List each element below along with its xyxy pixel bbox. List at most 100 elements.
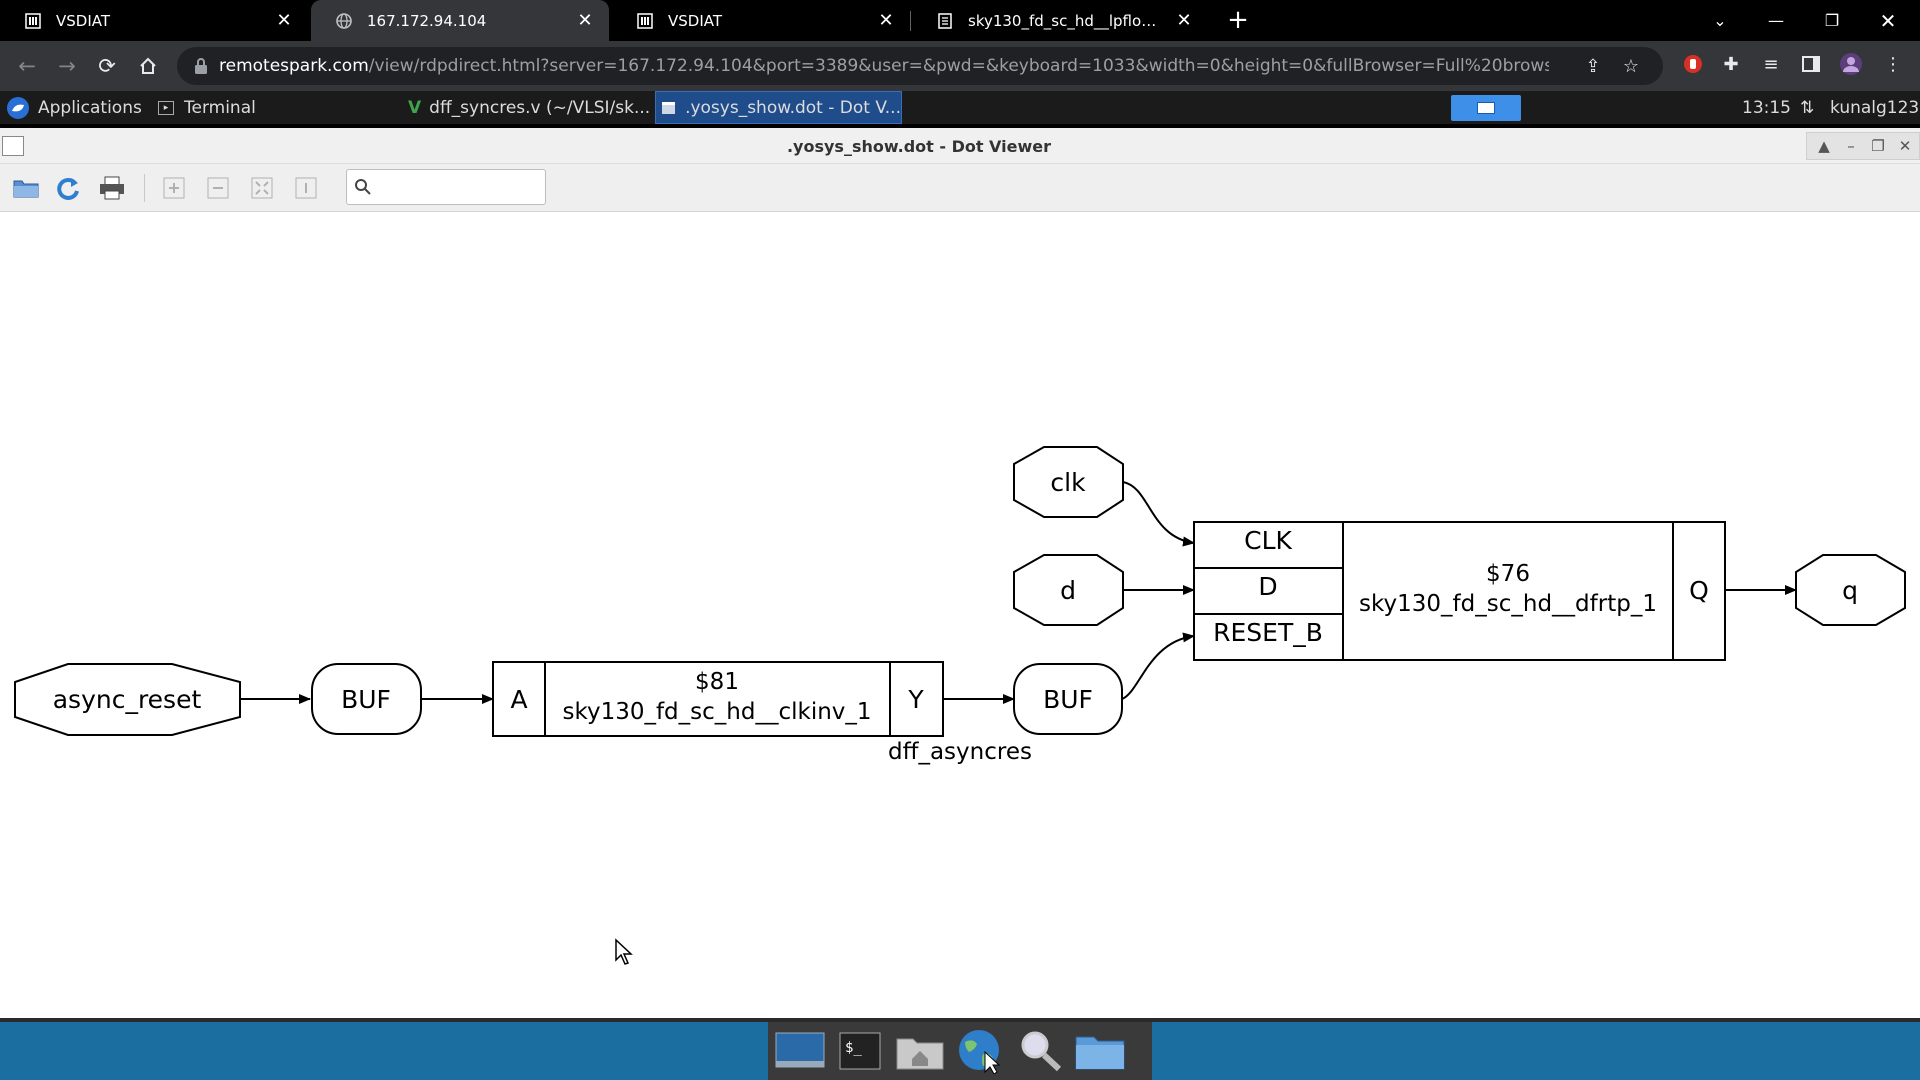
applications-label: Applications (38, 97, 142, 118)
buffer-label: BUF (1043, 685, 1093, 714)
folder-open-icon (13, 180, 39, 198)
extension-record-icon[interactable] (1680, 51, 1706, 77)
avatar[interactable] (1838, 51, 1864, 77)
side-panel-icon[interactable] (1798, 51, 1824, 77)
close-icon[interactable]: ✕ (878, 10, 894, 31)
lock-icon[interactable] (191, 56, 211, 76)
port-q[interactable] (1795, 554, 1906, 626)
graph-label: dff_asyncres (888, 739, 1032, 765)
cell-id: $81 (695, 669, 739, 695)
zoom-in-icon (163, 177, 185, 199)
terminal-icon: $_ (839, 1032, 881, 1070)
print-button[interactable] (96, 173, 128, 203)
port-label: clk (1050, 468, 1086, 497)
back-button[interactable]: ← (18, 54, 36, 78)
minimize-button[interactable]: — (1768, 11, 1784, 30)
port-async-reset[interactable] (14, 663, 241, 736)
zoom-in-button[interactable] (158, 173, 190, 203)
task-vim[interactable]: V dff_syncres.v (~/VLSI/sk... (408, 91, 650, 124)
buffer-1[interactable] (311, 663, 422, 735)
forward-button[interactable]: → (58, 54, 76, 78)
open-button[interactable] (10, 173, 42, 203)
reload-button[interactable] (52, 173, 84, 203)
url-path: /view/rdpdirect.html?server=167.172.94.1… (368, 56, 1549, 76)
menu-kebab-icon[interactable]: ⋮ (1884, 53, 1902, 75)
applications-menu[interactable]: Applications (6, 91, 142, 124)
xfce-top-panel: Applications ▸ Terminal V dff_syncres.v … (0, 91, 1920, 124)
port-d[interactable] (1013, 554, 1124, 626)
app-finder-button[interactable] (1014, 1028, 1066, 1074)
dot-viewer-toolbar (0, 164, 1920, 212)
browser-tab-4[interactable]: sky130_fd_sc_hd__lpflow_inputisc ✕ (912, 0, 1208, 41)
home-button[interactable] (133, 51, 163, 81)
netlist-graph[interactable]: async_reset clk d q BUF BUF A Y CLK D RE… (0, 212, 1920, 1018)
home-icon (140, 57, 156, 74)
zoom-100-button[interactable] (290, 173, 322, 203)
cell-id: $76 (1486, 561, 1530, 587)
minimize-button[interactable]: – (1847, 137, 1855, 155)
new-tab-button[interactable]: + (1227, 5, 1249, 35)
graph-canvas[interactable]: async_reset clk d q BUF BUF A Y CLK D RE… (0, 212, 1920, 1018)
port-label: d (1060, 576, 1076, 605)
pin-label: D (1258, 572, 1277, 601)
panel-clock[interactable]: 13:15 (1742, 91, 1791, 124)
edge-clk-clk (1122, 481, 1195, 547)
network-icon[interactable]: ⇅ (1800, 97, 1815, 118)
reload-button[interactable]: ⟳ (98, 54, 116, 78)
browser-tab-3[interactable]: VSDIAT ✕ (612, 0, 910, 41)
workspace-switcher[interactable] (1451, 95, 1521, 121)
vsd-icon (636, 12, 654, 30)
port-clk[interactable] (1013, 446, 1124, 518)
window-menu-icon[interactable] (2, 136, 24, 156)
globe-icon (959, 1030, 1001, 1074)
search-icon (1021, 1031, 1062, 1072)
panel-user[interactable]: kunalg123 (1830, 91, 1919, 124)
window-title: .yosys_show.dot - Dot Viewer (786, 137, 1052, 156)
restore-button[interactable]: ❐ (1824, 11, 1840, 30)
close-icon[interactable]: ✕ (577, 10, 593, 31)
share-icon[interactable]: ⇪ (1585, 55, 1601, 77)
search-input[interactable] (346, 169, 546, 205)
star-icon[interactable]: ☆ (1622, 55, 1640, 77)
media-queue-icon[interactable]: ≡ (1763, 53, 1779, 75)
dot-viewer-titlebar[interactable]: .yosys_show.dot - Dot Viewer ▲ – ❐ ✕ (0, 128, 1920, 164)
globe-icon (335, 12, 353, 30)
close-window-button[interactable]: ✕ (1879, 8, 1897, 33)
task-dot-viewer[interactable]: .yosys_show.dot - Dot V... (655, 91, 902, 124)
close-button[interactable]: ✕ (1898, 137, 1912, 155)
zoom-out-icon (207, 177, 229, 199)
zoom-fit-button[interactable] (246, 173, 278, 203)
svg-text:$_: $_ (845, 1040, 862, 1056)
show-desktop-button[interactable] (774, 1028, 826, 1074)
terminal-button[interactable]: $_ (834, 1028, 886, 1074)
url-host: remotespark.com (219, 56, 369, 76)
home-folder-button[interactable] (894, 1028, 946, 1074)
close-icon[interactable]: ✕ (1176, 10, 1192, 31)
cell-dfrtp[interactable] (1193, 521, 1726, 661)
puzzle-icon[interactable]: ✚ (1723, 53, 1739, 75)
zoom-out-button[interactable] (202, 173, 234, 203)
shade-button[interactable]: ▲ (1818, 137, 1830, 155)
web-browser-button[interactable] (954, 1028, 1006, 1074)
tab-title: 167.172.94.104 (367, 11, 487, 30)
workspace-icon (1477, 102, 1495, 114)
cell-clkinv[interactable] (492, 661, 944, 737)
port-label: async_reset (53, 685, 202, 714)
tab-title: VSDIAT (668, 11, 723, 30)
xfce-logo-icon (7, 96, 29, 119)
browser-tab-1[interactable]: VSDIAT ✕ (0, 0, 308, 41)
browser-tab-2[interactable]: 167.172.94.104 ✕ (311, 0, 609, 41)
tab-title: VSDIAT (56, 11, 111, 30)
buffer-2[interactable] (1013, 663, 1123, 735)
zoom-100-icon (295, 177, 317, 199)
tab-search-icon[interactable]: ⌄ (1713, 11, 1727, 30)
terminal-icon: ▸ (158, 100, 174, 115)
clock-text: 13:15 (1742, 97, 1791, 118)
file-manager-button[interactable] (1074, 1028, 1126, 1074)
task-label: Terminal (184, 97, 256, 118)
maximize-button[interactable]: ❐ (1871, 137, 1885, 155)
url-text[interactable]: remotespark.com/view/rdpdirect.html?serv… (219, 56, 1549, 76)
close-icon[interactable]: ✕ (276, 10, 292, 31)
address-bar[interactable]: remotespark.com/view/rdpdirect.html?serv… (177, 47, 1663, 85)
task-terminal[interactable]: ▸ Terminal (158, 91, 256, 124)
